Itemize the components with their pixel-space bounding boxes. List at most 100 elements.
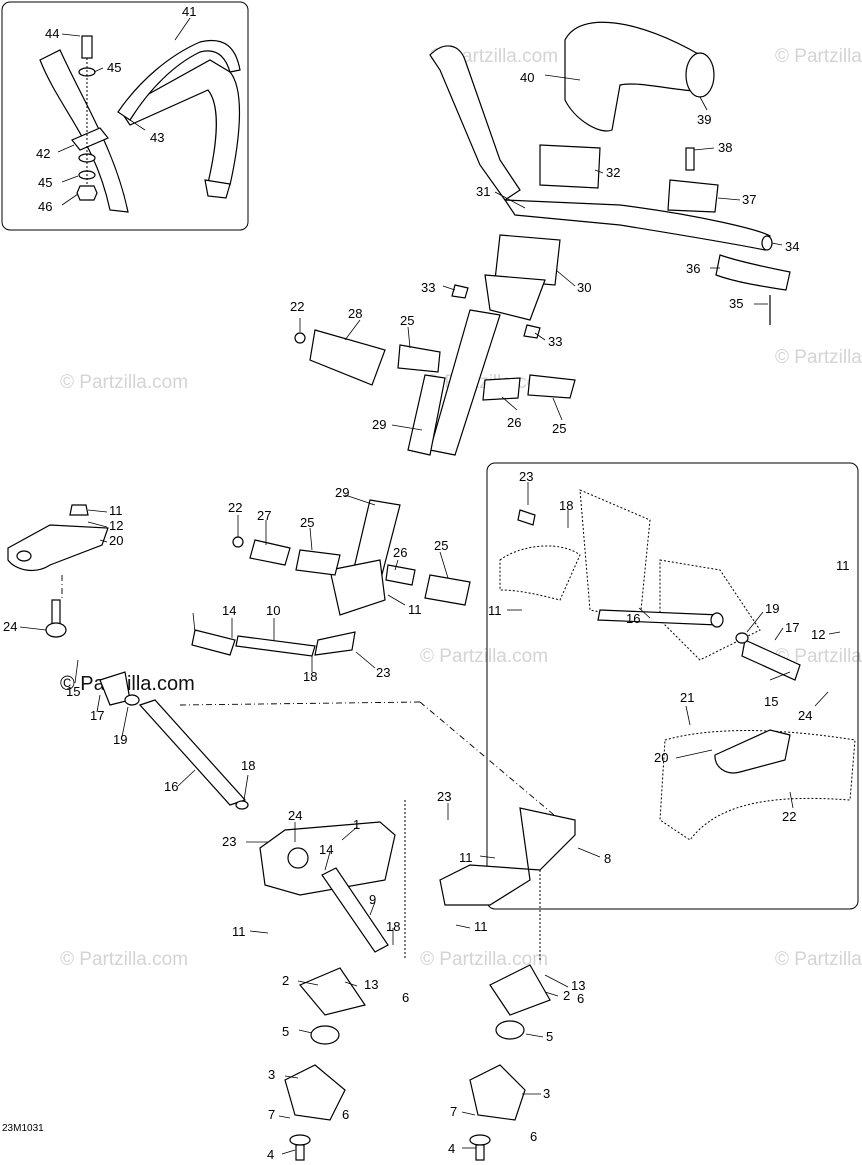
callout-24: 24 (288, 808, 302, 823)
callout-34: 34 (785, 239, 799, 254)
callout-3: 3 (543, 1086, 550, 1101)
handlebar-assembly (294, 21, 791, 456)
callout-1: 1 (353, 817, 360, 832)
callout-16: 16 (164, 779, 178, 794)
callout-21: 21 (680, 690, 694, 705)
watermark: © Partzilla.com (775, 347, 862, 368)
callout-17: 17 (90, 708, 104, 723)
steering-arms-lower (259, 800, 576, 1161)
watermark: © Partzilla.com (775, 949, 862, 970)
callout-20: 20 (109, 533, 123, 548)
callout-6: 6 (402, 990, 409, 1005)
callout-11: 11 (474, 919, 488, 934)
callout-37: 37 (742, 192, 756, 207)
diagram-code: 23M1031 (2, 1123, 44, 1134)
callout-25: 25 (552, 421, 566, 436)
callout-16: 16 (626, 611, 640, 626)
callout-7: 7 (268, 1107, 275, 1122)
callout-29: 29 (372, 417, 386, 432)
callout-31: 31 (476, 184, 490, 199)
callout-33: 33 (548, 334, 562, 349)
callout-35: 35 (729, 296, 743, 311)
callout-4: 4 (267, 1147, 274, 1162)
callout-25: 25 (300, 515, 314, 530)
watermark: © Partzilla.com (775, 646, 862, 667)
callout-6: 6 (342, 1107, 349, 1122)
callout-7: 7 (450, 1104, 457, 1119)
inset-box-handlebar-pad (1, 1, 249, 231)
callout-14: 14 (319, 842, 333, 857)
callout-4: 4 (448, 1141, 455, 1156)
callout-17: 17 (785, 620, 799, 635)
watermark: © Partzilla.com (60, 372, 188, 393)
callout-6: 6 (530, 1129, 537, 1144)
callout-13: 13 (364, 977, 378, 992)
callout-22: 22 (228, 500, 242, 515)
callout-29: 29 (335, 485, 349, 500)
handlebar-pad-assembly (39, 35, 241, 213)
callout-27: 27 (257, 508, 271, 523)
callout-12: 12 (109, 518, 123, 533)
callout-32: 32 (606, 165, 620, 180)
callout-24: 24 (798, 708, 812, 723)
watermark: © Partzilla.com (775, 46, 862, 67)
callout-2: 2 (282, 973, 289, 988)
callout-23: 23 (437, 789, 451, 804)
callout-23: 23 (376, 665, 390, 680)
callout-18: 18 (303, 669, 317, 684)
callout-9: 9 (369, 892, 376, 907)
callout-11: 11 (488, 603, 502, 618)
callout-8: 8 (604, 851, 611, 866)
callout-6: 6 (577, 991, 584, 1006)
callout-25: 25 (400, 313, 414, 328)
callout-15: 15 (764, 694, 778, 709)
callout-18: 18 (241, 758, 255, 773)
callout-18: 18 (559, 498, 573, 513)
callout-39: 39 (697, 112, 711, 127)
callout-40: 40 (520, 70, 534, 85)
callout-22: 22 (782, 809, 796, 824)
callout-30: 30 (577, 280, 591, 295)
inset-box-steering-arm (486, 462, 859, 910)
callout-5: 5 (282, 1024, 289, 1039)
callout-20: 20 (654, 750, 668, 765)
callout-43: 43 (150, 130, 164, 145)
callout-11: 11 (408, 602, 422, 617)
callout-45: 45 (38, 175, 52, 190)
watermark: © Partzilla.com (60, 949, 188, 970)
callout-33: 33 (421, 280, 435, 295)
callout-12: 12 (811, 627, 825, 642)
callout-5: 5 (546, 1029, 553, 1044)
callout-13: 13 (571, 978, 585, 993)
callout-11: 11 (459, 850, 473, 865)
callout-15: 15 (66, 684, 80, 699)
callout-3: 3 (268, 1067, 275, 1082)
callout-36: 36 (686, 261, 700, 276)
callout-41: 41 (182, 4, 196, 19)
callout-44: 44 (45, 26, 59, 41)
callout-45: 45 (107, 60, 121, 75)
callout-11: 11 (836, 558, 850, 573)
callout-28: 28 (348, 306, 362, 321)
callout-18: 18 (386, 919, 400, 934)
tie-rod-assembly (7, 499, 561, 821)
callout-11: 11 (109, 503, 123, 518)
callout-14: 14 (222, 603, 236, 618)
callout-38: 38 (718, 140, 732, 155)
callout-2: 2 (563, 988, 570, 1003)
callout-42: 42 (36, 146, 50, 161)
callout-46: 46 (38, 199, 52, 214)
callout-22: 22 (290, 299, 304, 314)
watermark: © Partzilla.com (420, 646, 548, 667)
callout-23: 23 (222, 834, 236, 849)
callout-19: 19 (113, 732, 127, 747)
callout-11: 11 (232, 924, 246, 939)
callout-19: 19 (765, 601, 779, 616)
watermark-layer: © Partzilla.com © Partzilla.com © Partzi… (60, 46, 862, 970)
callout-26: 26 (507, 415, 521, 430)
callout-24: 24 (3, 619, 17, 634)
steering-arm-inset (499, 489, 856, 841)
callout-26: 26 (393, 545, 407, 560)
